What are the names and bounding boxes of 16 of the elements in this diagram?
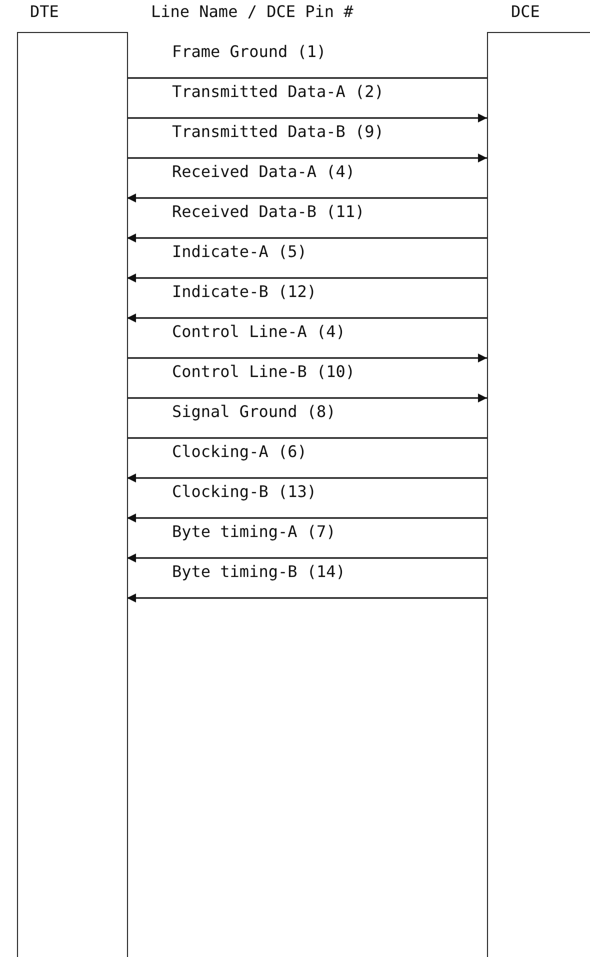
arrow bbox=[127, 114, 487, 122]
arrow bbox=[127, 594, 487, 602]
connector-line bbox=[127, 77, 487, 79]
arrow bbox=[127, 474, 487, 482]
arrow bbox=[127, 194, 487, 202]
arrow bbox=[127, 154, 487, 162]
arrow bbox=[127, 554, 487, 562]
device-label: DCE bbox=[511, 2, 540, 21]
arrow bbox=[127, 314, 487, 322]
arrow bbox=[127, 514, 487, 522]
arrow bbox=[127, 274, 487, 282]
connector-line bbox=[127, 437, 487, 439]
arrow bbox=[127, 234, 487, 242]
arrow bbox=[127, 394, 487, 402]
device-label: DTE bbox=[30, 2, 59, 21]
arrow bbox=[127, 354, 487, 362]
